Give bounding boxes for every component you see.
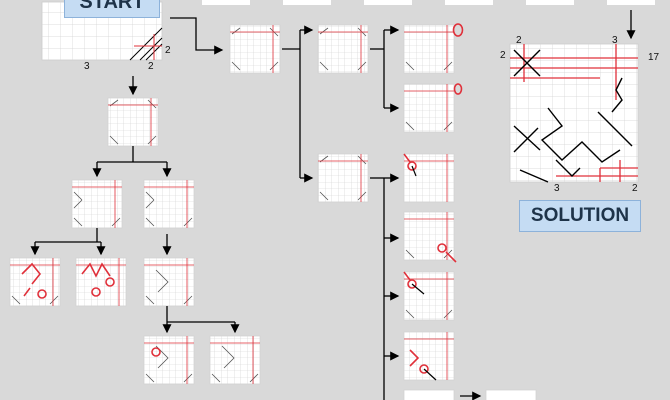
solution-clue-top-left-a: 2 <box>516 35 522 46</box>
solution-board <box>509 43 639 183</box>
tree-connectors <box>30 10 636 400</box>
solution-clue-bottom-mid: 3 <box>554 183 560 194</box>
start-clue-bottom-left: 3 <box>84 61 90 72</box>
board-corner-marks <box>11 27 453 383</box>
tree-board-grids <box>10 25 454 384</box>
solution-label: SOLUTION <box>519 200 641 232</box>
top-row-boards <box>202 0 655 5</box>
solution-clue-top-right: 17 <box>648 52 660 63</box>
start-clue-right: 2 <box>165 45 171 56</box>
solution-clue-bottom-right: 2 <box>632 183 638 194</box>
solution-clue-top-mid: 3 <box>612 35 618 46</box>
start-clue-bottom-right: 2 <box>148 61 154 72</box>
start-label: START <box>64 0 160 18</box>
solution-clue-top-left-b: 2 <box>500 50 506 61</box>
board-edge-marks <box>10 25 454 384</box>
black-dead-end-marks <box>411 165 437 381</box>
dead-end-marks <box>21 23 464 374</box>
